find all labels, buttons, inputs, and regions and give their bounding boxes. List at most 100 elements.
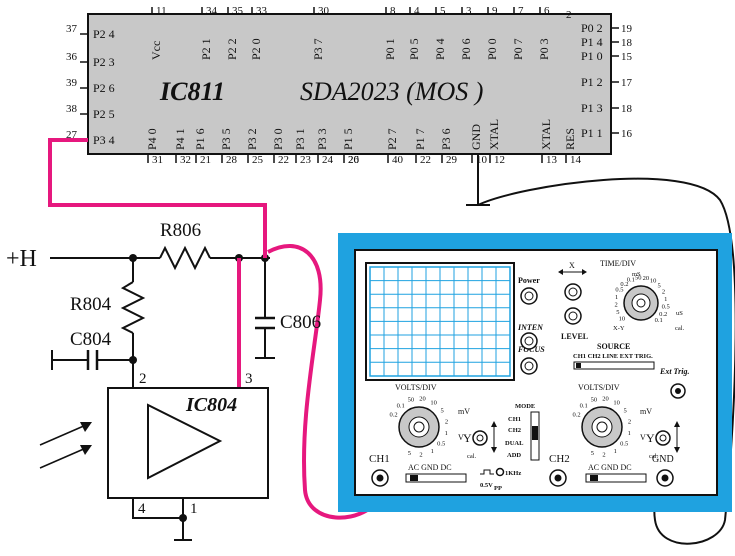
volts-div-knob-ch1[interactable]: [398, 406, 440, 448]
scale-label: 50: [408, 397, 415, 404]
scope-grid: [370, 267, 510, 376]
ic811-top-pin-num: 3: [466, 5, 472, 17]
coupling-switch-ch2[interactable]: [585, 473, 647, 483]
ic811-right-pin-num: 16: [621, 128, 633, 140]
label-mode: MODE: [515, 403, 535, 410]
mode-opt-ch1: CH1: [508, 416, 521, 423]
label-plus-h: +H: [6, 246, 37, 272]
ic811-top-pin-num: 7: [518, 5, 524, 17]
ic811-bottom-pin-num: 22: [278, 154, 289, 166]
focus-knob[interactable]: [520, 357, 538, 375]
ic811-top-pin-label: P0 0: [485, 38, 499, 60]
mode-switch[interactable]: [530, 411, 540, 461]
ic811-bottom-pin-label: P1 5: [341, 128, 355, 150]
ic811-bottom-pin-num: 21: [200, 154, 211, 166]
coupling-switch-ch1[interactable]: [405, 473, 467, 483]
ic811-bottom-pin-label: GND: [469, 124, 483, 150]
ic811-left-pin-num: 27: [66, 129, 78, 141]
ic811-left-pin-num: 39: [66, 77, 78, 89]
gnd-connector[interactable]: [656, 469, 674, 487]
label-xy: X-Y: [613, 325, 625, 332]
level-knob[interactable]: [564, 307, 582, 325]
scale-label: 1: [431, 448, 434, 455]
ic811-right-pin-num: 19: [621, 23, 633, 35]
ch1-input-connector[interactable]: [371, 469, 389, 487]
x-position-icon[interactable]: [558, 269, 587, 301]
time-div-knob[interactable]: [623, 285, 659, 321]
inten-knob[interactable]: [520, 332, 538, 350]
ic804: IC804 2 3 4 1: [39, 371, 269, 517]
scale-label: 0.1: [580, 402, 588, 409]
power-knob[interactable]: [520, 287, 538, 305]
scale-label: 0.5: [615, 287, 623, 294]
scale-label: 0.1: [627, 277, 635, 284]
label-source-opts: CH1 CH2 LINE EXT TRIG.: [573, 353, 653, 360]
scale-label: 2: [628, 418, 631, 425]
ic811-top-pin-num: 8: [390, 5, 396, 17]
scale-label: 0.1: [655, 317, 663, 324]
scale-label: 1: [615, 294, 618, 301]
label-y-ch1: Y: [463, 431, 472, 445]
ic811-left-pin-label: P2 4: [93, 27, 115, 41]
pink-wire-p34: [48, 138, 267, 258]
ic811-bottom-pin-num: 13: [546, 154, 558, 166]
label-time-cal: cal.: [675, 325, 685, 332]
label-gnd: GND: [652, 454, 674, 465]
y-position-ch2-icon[interactable]: [655, 421, 680, 453]
ic811-top-pin-num: 35: [232, 5, 244, 17]
scale-label: 2: [602, 451, 605, 458]
label-r806: R806: [160, 220, 201, 241]
ic811-left-pin-num: 37: [66, 23, 78, 35]
ic811-bottom-pin-num: 25: [252, 154, 264, 166]
label-mv-ch1: mV: [458, 407, 470, 416]
source-switch[interactable]: [573, 361, 655, 370]
r806-resistor: [159, 245, 211, 271]
ic811-top-pin-num: 5: [440, 5, 446, 17]
scale-label: 0.2: [573, 412, 581, 419]
ic811-top-pin-label: P0 4: [433, 38, 447, 60]
label-cal-amp-sub: PP: [494, 485, 502, 492]
ic811-bottom-pin-num: 29: [446, 154, 458, 166]
ic811-top-pin-num: 30: [318, 5, 330, 17]
ic811-bottom-pin-num: 31: [152, 154, 163, 166]
ext-trig-connector[interactable]: [670, 383, 686, 399]
ic811-bottom-pin-num: 26: [348, 154, 360, 166]
scale-label: 2: [445, 418, 448, 425]
label-volts-div-ch1: VOLTS/DIV: [395, 383, 437, 392]
ic811-bottom-pin-num: 40: [392, 154, 404, 166]
volts-div-knob-ch2[interactable]: [581, 406, 623, 448]
label-cal-ch2: cal.: [649, 453, 659, 460]
r804-resistor: [120, 281, 146, 334]
label-y-ch2: Y: [646, 431, 655, 445]
label-cal-amp: 0.5V: [480, 482, 493, 489]
ic811-top-pin-label: P2 1: [199, 38, 213, 60]
light-arrows-icon: [39, 422, 92, 469]
label-ext-trig: Ext Trig.: [659, 367, 689, 376]
scale-label: 1: [664, 296, 667, 303]
ic811-bottom-pin-label: P3 1: [293, 128, 307, 150]
label-us: uS: [676, 310, 683, 317]
ic811-model: SDA2023 (MOS ): [300, 77, 483, 106]
ch2-input-connector[interactable]: [549, 469, 567, 487]
ic811-left-pin-num: 38: [66, 103, 78, 115]
mode-opt-ch2: CH2: [508, 427, 521, 434]
ic811-left-pin-label: P3 4: [93, 133, 115, 147]
label-x: X: [569, 261, 575, 270]
ic811-right-pin-label: P0 2: [581, 21, 603, 35]
ic811-right-pin-num: 18: [621, 103, 633, 115]
scale-label: 1: [614, 448, 617, 455]
ic811-top-pin-num: 11: [156, 5, 167, 17]
label-coupling-ch1: AC GND DC: [408, 463, 452, 472]
scale-label: 5: [408, 450, 411, 457]
y-position-ch1-icon[interactable]: [472, 421, 497, 453]
probe-gnd-wire: [477, 177, 735, 545]
label-r804: R804: [70, 294, 112, 315]
label-level: LEVEL: [561, 332, 588, 341]
label-ms: mS: [632, 271, 641, 278]
label-cal-ch1: cal.: [467, 453, 477, 460]
scale-label: 20: [643, 275, 650, 282]
ic811-right-pin-label: P1 1: [581, 126, 603, 140]
ic811-left-pin-label: P2 6: [93, 81, 115, 95]
ic804-name: IC804: [185, 394, 237, 416]
